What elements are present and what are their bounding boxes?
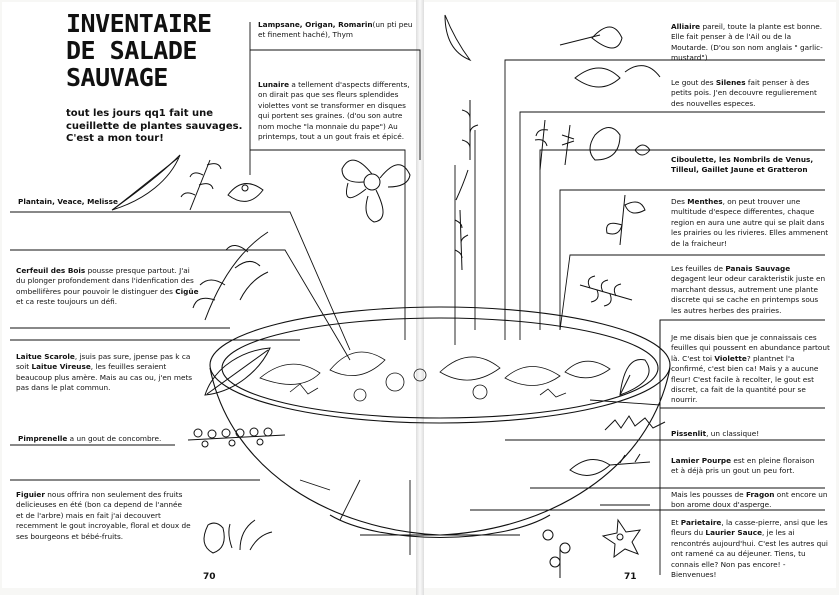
ciboulette-gaillet-drawing <box>534 119 651 171</box>
note-menthes: Des Menthes, on peut trouver une multitu… <box>671 197 831 249</box>
silene-drawing <box>574 65 661 88</box>
parietaire-drawing <box>542 529 571 578</box>
note-panais: Les feuilles de Panais Sauvage degagent … <box>671 264 826 316</box>
parietaire-text-1: Et <box>671 518 681 527</box>
panais-text-1: Les feuilles de <box>671 264 726 273</box>
panais-name: Panais Sauvage <box>725 264 791 273</box>
note-pissenlit: Pissenlit, un classique! <box>671 429 821 439</box>
lampsane-text: (un pti peu et finement haché), Thym <box>258 20 413 40</box>
pimprenelle-text: a un gout de concombre. <box>67 434 162 443</box>
silenes-name: Silenes <box>715 78 746 87</box>
laitue-leaf-drawing <box>204 347 271 396</box>
panais-leaf-drawing <box>579 275 633 307</box>
cerfeuil-text-1: pousse presque partout. J'ai du plonger … <box>16 266 194 296</box>
note-lunaire: Lunaire a tellement d'aspects differents… <box>258 80 410 142</box>
alliaire-leaf-drawing <box>559 26 623 49</box>
cerfeuil-text-2: et ca reste toujours un défi. <box>16 297 118 307</box>
note-plantain: Plantain, Veace, Melisse <box>18 197 208 207</box>
page-number-right: 71 <box>624 572 637 582</box>
figuier-text: nous offrira non seulement des fruits de… <box>16 490 191 541</box>
laitue-name: Laitue Scarole <box>16 352 75 361</box>
lunaire-flower-drawing <box>341 159 411 223</box>
lunaire-text: a tellement d'aspects differents, on dir… <box>258 80 410 142</box>
note-silenes: Le gout des Silenes fait penser à des pe… <box>671 78 821 109</box>
menthe-drawing <box>606 194 646 246</box>
note-cerfeuil: Cerfeuil des Bois pousse presque partout… <box>16 266 201 308</box>
laitue-text-1: , jsuis pas sure, jpense pas k ca soit <box>16 352 191 372</box>
note-violette: Je me disais bien que je connaissais ces… <box>671 333 831 406</box>
lampsane-names: Lampsane, Origan, Romarin <box>258 20 373 29</box>
pissenlit-text: , un classique! <box>706 429 760 438</box>
laurier-flower-drawing <box>601 518 642 559</box>
right-leader-lines <box>470 59 825 575</box>
plantain-names: Plantain, Veace, Melisse <box>18 197 118 206</box>
cerfeuil-drawing <box>192 231 269 321</box>
bowl <box>209 306 671 539</box>
ciboulette-names: Ciboulette, les Nombrils de Venus, Tille… <box>671 155 814 175</box>
laurier-name: Laurier Sauce <box>705 528 763 538</box>
violette-text-1: Je me disais bien que je connaissais ces… <box>671 333 830 363</box>
pimprenelle-name: Pimprenelle <box>18 434 68 443</box>
note-parietaire: Et Parietaire, la casse-pierre, ansi que… <box>671 518 831 580</box>
laitue-name-2: Laitue Vireuse <box>31 362 91 372</box>
right-page <box>424 2 836 588</box>
book-gutter <box>416 0 424 595</box>
parietaire-name: Parietaire <box>680 518 722 527</box>
silenes-text-2: fait penser à des petits pois. J'en deco… <box>671 78 817 108</box>
pimprenelle-drawing <box>187 427 286 448</box>
violette-text-2: ? plantnet l'a confirmé, c'est bien ca! … <box>671 353 819 405</box>
violette-name: Violette <box>714 353 747 363</box>
note-laitue: Laitue Scarole, jsuis pas sure, jpense p… <box>16 352 201 394</box>
lampsane-drawing <box>444 14 479 271</box>
note-lamier: Lamier Pourpe est en pleine floraison et… <box>671 456 821 477</box>
melisse-drawing <box>227 183 264 202</box>
silenes-text-1: Le gout des <box>671 78 716 87</box>
figuier-name: Figuier <box>16 490 45 499</box>
lamier-name: Lamier Pourpe <box>671 456 732 465</box>
note-lampsane: Lampsane, Origan, Romarin(un pti peu et … <box>258 20 413 41</box>
veace-drawing <box>180 159 222 211</box>
note-figuier: Figuier nous offrira non seulement des f… <box>16 490 191 542</box>
menthes-name: Menthes <box>687 197 723 206</box>
fragon-text-1: Mais les pousses de <box>671 490 746 499</box>
panais-text-2: degagent leur odeur carakteristik juste … <box>671 274 826 315</box>
lamier-text: est en pleine floraison et à déjà pris u… <box>671 456 815 476</box>
fragon-name: Fragon <box>745 490 775 499</box>
title-line-2: DE SALADE <box>66 36 197 65</box>
title-line-1: INVENTAIRE <box>66 9 212 38</box>
note-ciboulette: Ciboulette, les Nombrils de Venus, Tille… <box>671 155 831 176</box>
fig-drawing <box>203 519 273 554</box>
page-title: INVENTAIRE DE SALADE SAUVAGE <box>66 10 212 91</box>
cerfeuil-name: Cerfeuil des Bois <box>16 266 86 275</box>
menthes-text-2: , on peut trouver une multitude d'espece… <box>671 197 829 248</box>
pissenlit-drawing <box>604 415 666 431</box>
left-page <box>2 2 416 588</box>
title-line-3: SAUVAGE <box>66 63 168 92</box>
lamier-drawing <box>569 453 651 476</box>
lunaire-name: Lunaire <box>258 80 290 89</box>
alliaire-name: Alliaire <box>671 22 701 31</box>
menthes-text-1: Des <box>671 197 688 206</box>
violette-leaf-drawing <box>619 358 650 396</box>
salad-leaves <box>259 351 611 402</box>
plantain-leaf-drawing <box>111 154 181 211</box>
parietaire-text-2: , la casse-pierre, ansi que les fleurs d… <box>671 518 828 538</box>
pissenlit-name: Pissenlit <box>671 429 707 438</box>
note-alliaire: Alliaire pareil, toute la plante est bon… <box>671 22 829 64</box>
note-fragon: Mais les pousses de Fragon ont encore un… <box>671 490 831 511</box>
fragon-text-2: ont encore un bon arome doux d'asperge. <box>671 490 828 510</box>
note-pimprenelle: Pimprenelle a un gout de concombre. <box>18 434 188 444</box>
left-leader-lines <box>10 22 476 555</box>
parietaire-text-3: , je les ai rencontrés aujourd'hui. C'es… <box>671 528 828 580</box>
alliaire-text: pareil, toute la plante est bonne. Elle … <box>671 22 823 63</box>
intro-text: tout les jours qq1 fait une cueillette d… <box>66 108 243 144</box>
laitue-text-2: , les feuilles seraient beaucoup plus am… <box>16 362 193 393</box>
page-number-left: 70 <box>203 572 216 582</box>
cigue-name: Cigüe <box>175 286 199 296</box>
